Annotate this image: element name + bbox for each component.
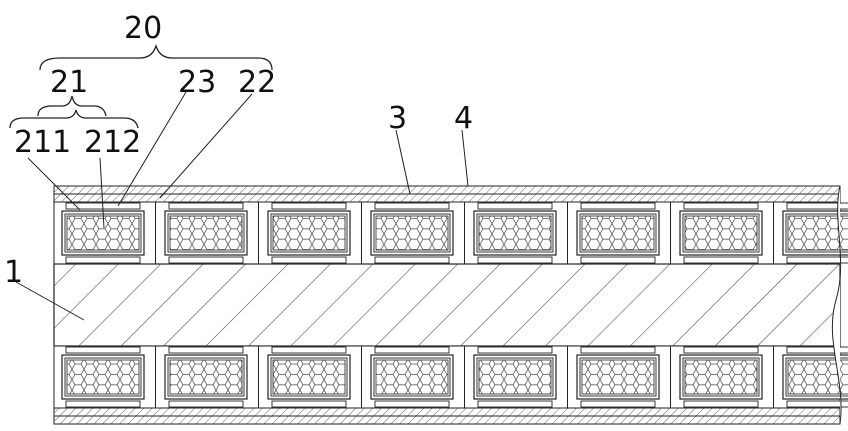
cell-unit [268,346,362,408]
cell-unit [680,346,774,408]
inner-layer-bottom [54,408,840,416]
cell-unit [268,202,362,264]
cell-unit [371,202,465,264]
cell-unit [474,202,568,264]
cell-unit [577,346,671,408]
label-4: 4 [454,101,473,136]
core-layer [54,264,840,346]
cell-unit [62,346,156,408]
label-23: 23 [178,65,216,100]
label-1: 1 [4,255,23,290]
leader-4 [462,130,468,186]
label-22: 22 [238,65,276,100]
label-211: 211 [14,125,71,160]
cell-unit [680,202,774,264]
leader-22 [160,94,252,198]
label-20: 20 [124,11,162,46]
outer-layer-bottom [54,416,840,424]
cell-unit [62,202,156,264]
cell-unit [165,346,259,408]
cell-unit [474,346,568,408]
cell-unit [577,202,671,264]
cell-unit [371,346,465,408]
outer-layer-top [54,186,840,194]
label-212: 212 [84,125,141,160]
label-21: 21 [50,65,88,100]
label-3: 3 [388,101,407,136]
leader-3 [396,130,410,194]
cell-unit [165,202,259,264]
inner-layer-top [54,194,840,202]
